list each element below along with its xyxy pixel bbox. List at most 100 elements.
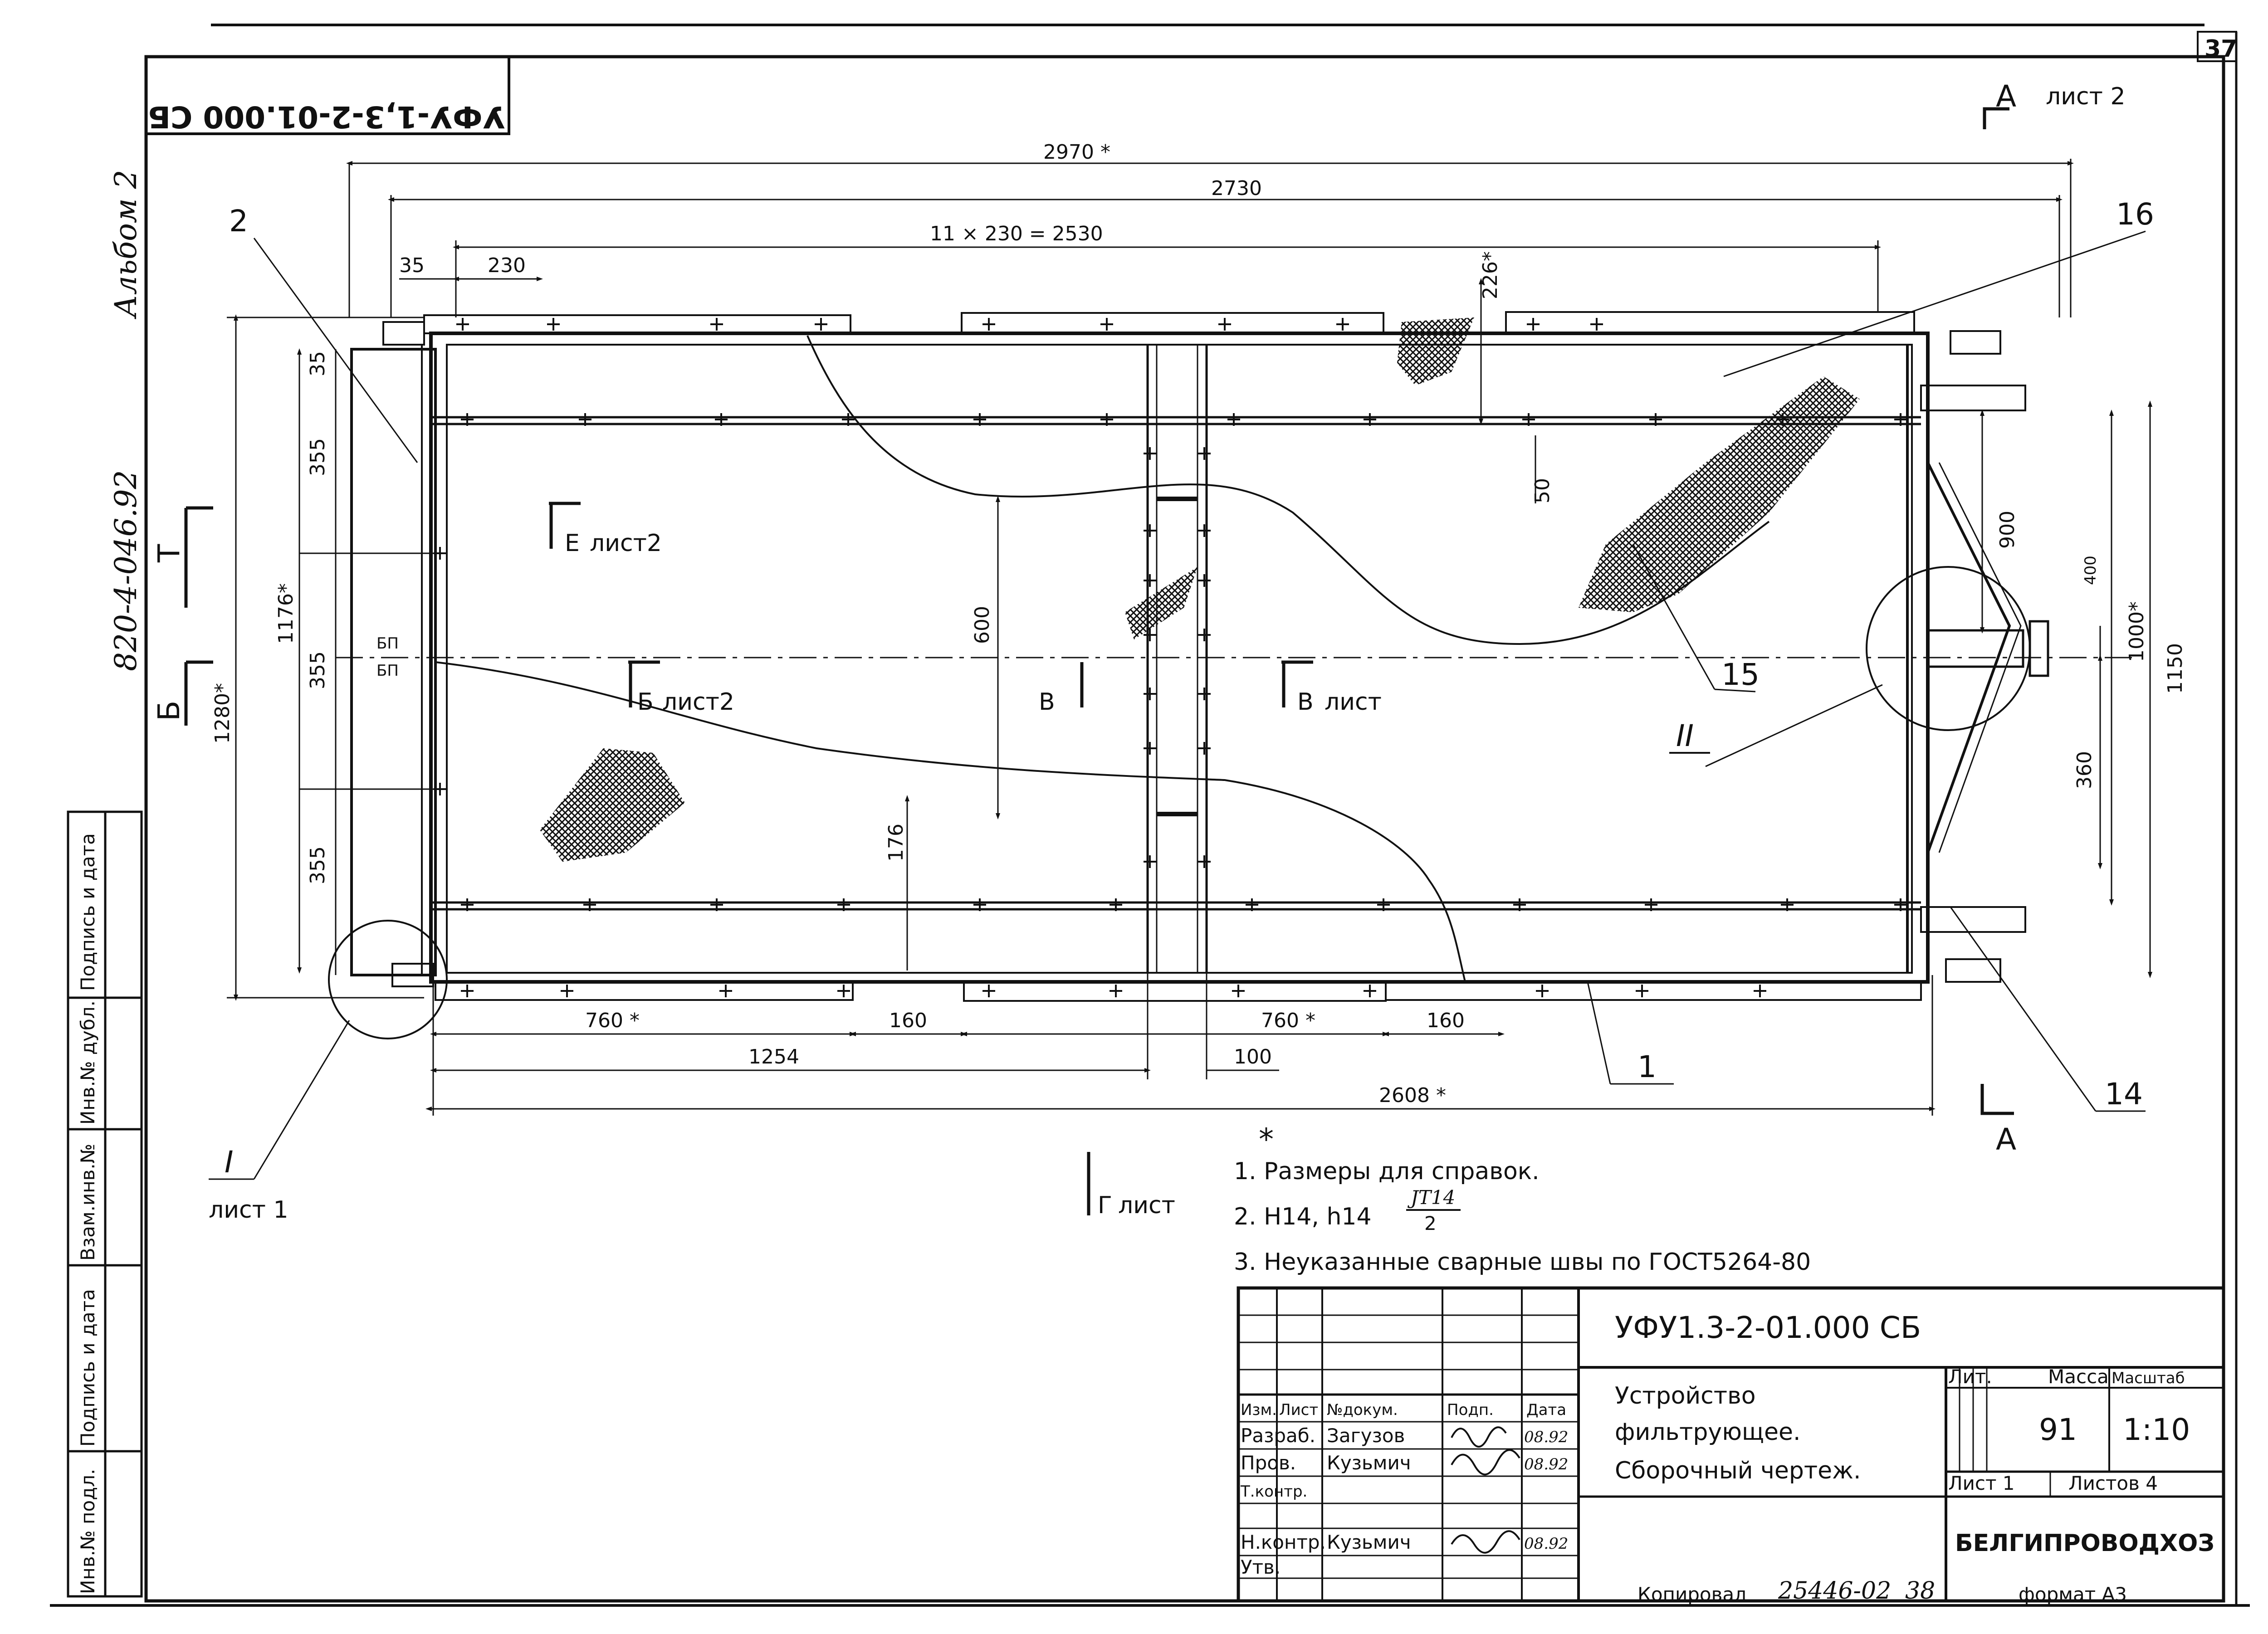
callout-item-16: 16 (2116, 197, 2154, 232)
detail-circle-I (328, 920, 448, 1039)
title-block-header-izm: Изм. (1241, 1401, 1277, 1419)
title-block-scale-label: Масштаб (2112, 1369, 2185, 1387)
dim-side-355-bot: 355 (306, 846, 329, 884)
page-number: 37 (2204, 35, 2237, 63)
section-A-top-letter: А (1996, 79, 2016, 114)
section-V-right-sheet: лист (1325, 688, 1382, 716)
title-block-header-sign: Подп. (1447, 1401, 1494, 1419)
title-block-role-developer: Разраб. (1241, 1424, 1315, 1447)
section-markers (184, 107, 2014, 1215)
title-block-role-tech-control: Т.контр. (1240, 1483, 1307, 1501)
dim-height-1280: 1280* (211, 683, 234, 744)
dim-right-1000: 1000* (2125, 601, 2148, 662)
dim-height-1176: 1176* (274, 583, 298, 644)
dim-small-fraction-bottom: БП (376, 662, 399, 680)
note-2-prefix: 2. Н14, h14 (1234, 1203, 1372, 1230)
dim-edge-offset: 35 (399, 254, 425, 277)
footer-format-label: формат А3 (2019, 1583, 2127, 1605)
dim-bottom-760-right: 760 * (1261, 1009, 1315, 1032)
dim-span-600: 600 (971, 606, 994, 644)
callout-detail-II: II (1676, 718, 1694, 753)
section-G-sheet: лист (1118, 1192, 1175, 1219)
dim-right-400: 400 (2082, 556, 2100, 585)
break-lines (435, 335, 1770, 982)
footer-copied-sheet: 38 (1905, 1577, 1935, 1605)
dim-small-fraction-top: БП (376, 634, 399, 653)
dim-right-900: 900 (1996, 511, 2019, 549)
footer-copied-label: Копировал (1637, 1583, 1746, 1605)
side-stamp-dup-inv: Инв.№ дубл. (77, 1000, 99, 1125)
side-stamp-sign-date-1: Подпись и дата (77, 833, 99, 991)
title-block-role-norm-control: Н.контр. (1241, 1531, 1326, 1553)
note-3: 3. Неуказанные сварные швы по ГОСТ5264-8… (1234, 1249, 1811, 1276)
project-code: 820-4-046.92 (108, 470, 143, 671)
leader-lines (209, 230, 2146, 1180)
dim-bottom-760-left: 760 * (585, 1009, 640, 1032)
title-block-header-list: Лист (1279, 1401, 1318, 1419)
detail-circle-II (1866, 566, 2031, 731)
dim-right-1150: 1150 (2164, 643, 2187, 694)
dim-step-chain: 11 × 230 = 2530 (930, 222, 1103, 245)
callout-detail-I: I (225, 1145, 233, 1180)
dim-bottom-160-left: 160 (889, 1009, 927, 1032)
title-block-title-line2: фильтрующее. (1615, 1419, 1800, 1446)
title-block-lit-label: Лит. (1948, 1366, 1992, 1388)
dim-bottom-1254: 1254 (748, 1045, 799, 1068)
dim-right-360: 360 (2073, 751, 2096, 789)
mirrored-drawing-code: УФУ-1,3-2-01.000 СБ (148, 99, 506, 134)
title-block-title-line3: Сборочный чертеж. (1615, 1457, 1861, 1484)
title-block-organization: БЕЛГИПРОВОДХОЗ (1955, 1530, 2214, 1557)
section-V-left-letter: В (1039, 688, 1055, 716)
dim-side-355-mid: 355 (306, 651, 329, 689)
title-block-mass-value: 91 (2039, 1412, 2077, 1447)
title-block-header-doc: №докум. (1327, 1401, 1398, 1419)
dim-step: 230 (488, 254, 526, 277)
section-E-letter: Е (565, 530, 580, 557)
title-block-name-norm-control: Кузьмич (1327, 1531, 1411, 1553)
callout-item-1: 1 (1637, 1049, 1657, 1084)
title-block-date-checker: 08.92 (1524, 1455, 1568, 1473)
dim-overall-length: 2970 * (1043, 141, 1110, 164)
side-stamp-orig-inv: Инв.№ подл. (77, 1469, 99, 1594)
section-left-B: Б (152, 701, 186, 721)
dim-offset-50: 50 (1531, 478, 1554, 503)
signatures (1451, 1426, 1520, 1554)
title-block-date-norm-control: 08.92 (1524, 1535, 1568, 1553)
callout-item-2: 2 (229, 204, 248, 239)
title-block-sheets-label: Листов 4 (2068, 1472, 2158, 1494)
dim-bottom-160-right: 160 (1427, 1009, 1465, 1032)
section-A-bottom-letter: А (1996, 1122, 2016, 1157)
side-stamp (67, 810, 143, 1598)
dim-side-35: 35 (306, 351, 329, 376)
title-block-name-developer: Загузов (1327, 1424, 1405, 1447)
title-block-grid (1237, 1286, 2225, 1603)
section-A-top-sheet: лист 2 (2046, 83, 2126, 110)
callout-item-15: 15 (1721, 657, 1760, 692)
section-G-letter: Г (1098, 1192, 1112, 1219)
side-stamp-sign-date-2: Подпись и дата (77, 1289, 99, 1447)
title-block-header-date: Дата (1526, 1401, 1566, 1419)
title-block-date-developer: 08.92 (1524, 1428, 1568, 1446)
callout-item-14: 14 (2105, 1077, 2143, 1112)
section-B-sheet: лист2 (662, 688, 734, 716)
title-block-sheet-label: Лист 1 (1948, 1472, 2015, 1494)
callout-detail-I-sheet: лист 1 (209, 1196, 288, 1224)
title-block-role-checker: Пров. (1241, 1452, 1296, 1474)
sheet-frame (50, 24, 2250, 1607)
title-block-title-line1: Устройство (1615, 1382, 1756, 1410)
album-label: Альбом 2 (108, 170, 143, 319)
dim-bottom-100: 100 (1234, 1045, 1272, 1068)
title-block-mass-label: Масса (2048, 1366, 2109, 1388)
filter-mesh (540, 317, 1860, 862)
title-block-role-approved: Утв. (1241, 1556, 1281, 1578)
dim-offset-226: 226* (1479, 251, 1502, 299)
title-block-name-checker: Кузьмич (1327, 1452, 1411, 1474)
dim-inner-length: 2730 (1211, 177, 1262, 200)
title-block-scale-value: 1:10 (2123, 1412, 2190, 1447)
side-stamp-replace-inv: Взам.инв.№ (77, 1144, 99, 1261)
note-2-denominator: 2 (1424, 1212, 1437, 1234)
dimension-lines (227, 159, 2152, 1116)
section-left-T: Т (152, 544, 186, 563)
note-2-numerator: JT14 (1407, 1186, 1455, 1209)
